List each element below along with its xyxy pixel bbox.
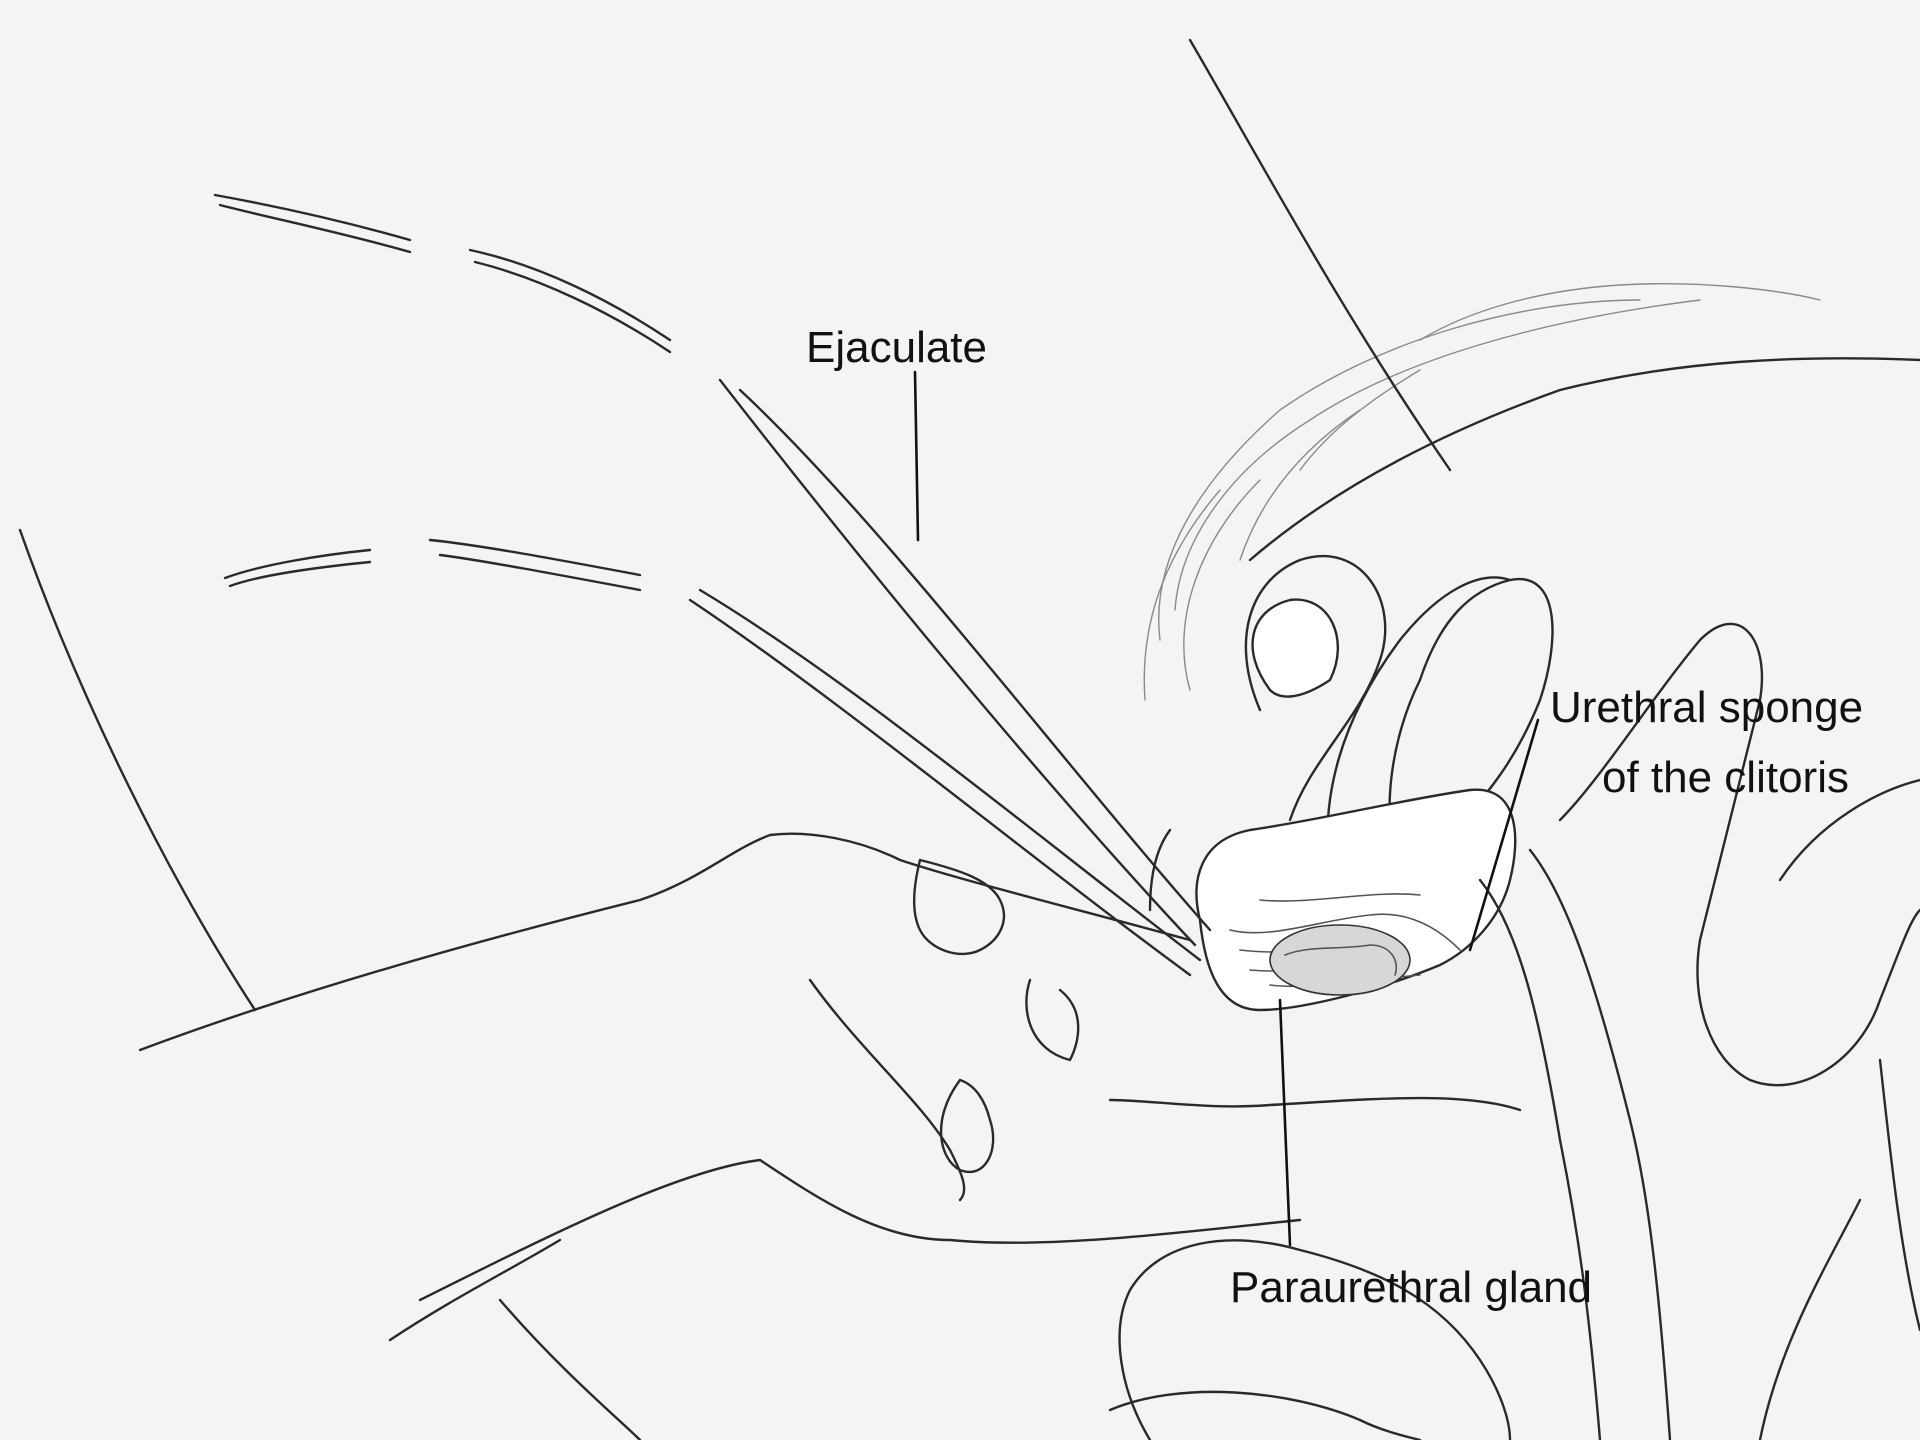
internal-anatomy	[1110, 624, 1920, 1440]
label-ejaculate: Ejaculate	[806, 323, 987, 372]
ejaculate-pointer	[915, 372, 918, 540]
label-paraurethral-gland: Paraurethral gland	[1230, 1263, 1592, 1312]
abdomen-outline	[1250, 358, 1920, 560]
thigh-outline-upper	[1190, 40, 1450, 470]
label-urethral-sponge-line1: Urethral sponge	[1550, 683, 1863, 732]
label-urethral-sponge-line2: of the clitoris	[1602, 753, 1849, 802]
paraurethral-gland-pointer	[1280, 1000, 1290, 1245]
ejaculate-streams	[215, 195, 1210, 975]
paraurethral-gland	[1270, 925, 1410, 995]
thigh-outline-left	[20, 530, 255, 1010]
